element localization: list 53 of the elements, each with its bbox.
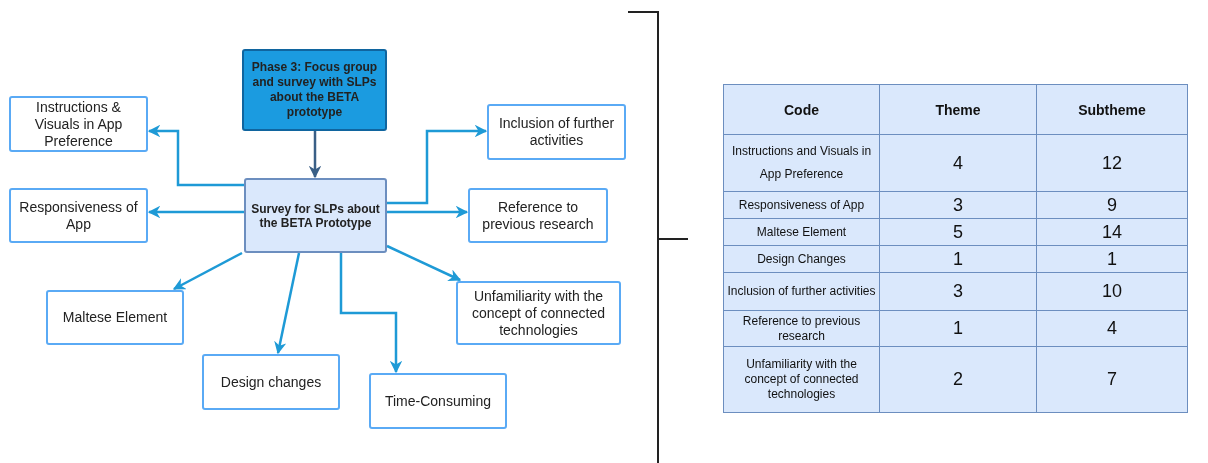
node-text: Reference to previous research	[481, 198, 595, 233]
header-cell: Code	[723, 84, 880, 135]
theme-box	[456, 281, 621, 345]
theme-box	[46, 290, 184, 345]
table-cell: 10	[1036, 272, 1188, 311]
node-text: Time-Consuming	[383, 392, 493, 410]
table-cell: 1	[879, 245, 1037, 273]
table-cell: Inclusion of further activities	[723, 272, 880, 311]
table-cell: 2	[879, 346, 1037, 413]
arrow	[387, 205, 469, 219]
node-text: Inclusion of further activities	[497, 115, 616, 149]
theme-box	[369, 373, 507, 429]
theme-box	[202, 354, 340, 410]
arrow	[147, 205, 244, 219]
table-cell: 12	[1036, 134, 1188, 192]
table-cell: 5	[879, 218, 1037, 246]
survey-box	[244, 178, 387, 253]
node-text: Phase 3: Focus group and survey with SLPs about the BETA prototype	[250, 60, 379, 120]
table-cell: 7	[1036, 346, 1188, 413]
arrow	[386, 244, 462, 282]
node-text: Unfamiliarity with the concept of connected technologies	[470, 287, 607, 339]
table-cell: 9	[1036, 191, 1188, 219]
table-cell: 1	[879, 310, 1037, 347]
table-cell: Instructions and Visuals in App Preference	[723, 134, 880, 192]
node-text: Maltese Element	[61, 309, 169, 326]
table-cell: Maltese Element	[723, 218, 880, 246]
table-cell: 4	[879, 134, 1037, 192]
phase-box	[242, 49, 387, 131]
node-text: Design changes	[219, 373, 323, 391]
arrow	[339, 253, 403, 374]
arrow	[387, 124, 488, 205]
table-cell: 3	[879, 272, 1037, 311]
arrow	[274, 252, 301, 355]
theme-box	[487, 104, 626, 160]
arrow	[172, 251, 243, 291]
table-cell: 14	[1036, 218, 1188, 246]
table-cell: Responsiveness of App	[723, 191, 880, 219]
table-cell: 1	[1036, 245, 1188, 273]
table-cell: 3	[879, 191, 1037, 219]
table-cell: Unfamiliarity with the concept of connected technologies	[723, 346, 880, 413]
table-cell: 4	[1036, 310, 1188, 347]
theme-box	[468, 188, 608, 243]
theme-box	[9, 96, 148, 152]
theme-box	[9, 188, 148, 243]
node-text: Responsiveness of App	[18, 198, 139, 233]
table-cell: Design Changes	[723, 245, 880, 273]
arrow	[147, 124, 244, 187]
table-cell: Reference to previous research	[723, 310, 880, 347]
node-text: Instructions & Visuals in App Preference	[33, 98, 124, 150]
arrow	[308, 131, 322, 179]
node-text: Survey for SLPs about the BETA Prototype	[250, 201, 381, 230]
header-cell: Subtheme	[1036, 84, 1188, 135]
header-cell: Theme	[879, 84, 1037, 135]
